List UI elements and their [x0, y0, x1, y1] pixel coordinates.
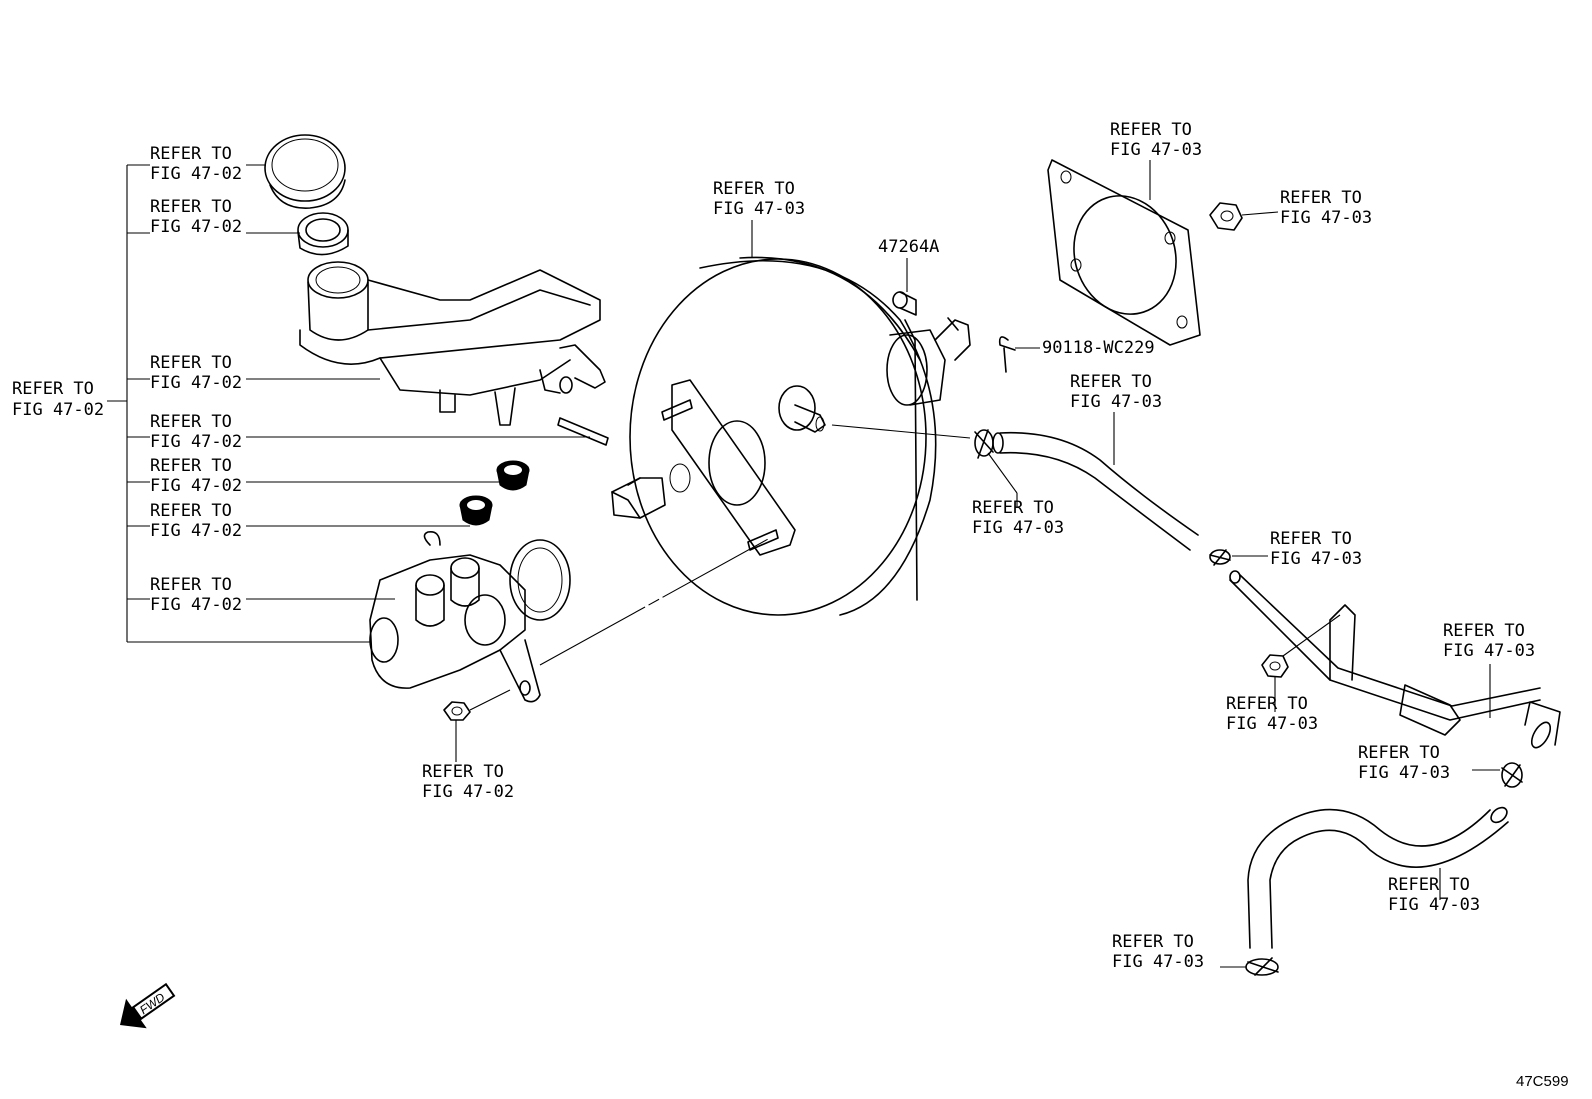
label-pin: REFER TO FIG 47-02 [150, 412, 242, 452]
part-number-90118: 90118-WC229 [1042, 338, 1155, 358]
label-grommet-1: REFER TO FIG 47-02 [150, 456, 242, 496]
svg-text:FIG 47-03: FIG 47-03 [1110, 140, 1202, 160]
svg-text:REFER TO: REFER TO [150, 197, 232, 217]
left-bracket-leaders [107, 164, 590, 643]
svg-text:FIG 47-02: FIG 47-02 [150, 476, 242, 496]
svg-text:FIG 47-03: FIG 47-03 [1070, 392, 1162, 412]
gasket-nut [1209, 202, 1279, 231]
svg-text:REFER TO: REFER TO [1110, 120, 1192, 140]
grommet-2 [459, 495, 493, 526]
svg-text:REFER TO: REFER TO [1358, 743, 1440, 763]
clip-lower-top [1472, 762, 1523, 788]
master-cylinder [369, 530, 571, 703]
label-clip-check-valve: REFER TO FIG 47-03 [972, 498, 1064, 538]
svg-text:REFER TO: REFER TO [972, 498, 1054, 518]
label-grommet-2: REFER TO FIG 47-02 [150, 501, 242, 541]
label-master-cylinder: REFER TO FIG 47-02 [150, 575, 242, 615]
fwd-arrow-icon: FWD [120, 982, 176, 1029]
svg-text:FIG 47-02: FIG 47-02 [150, 164, 242, 184]
label-strainer: REFER TO FIG 47-02 [150, 197, 242, 237]
svg-text:FIG 47-03: FIG 47-03 [1270, 549, 1362, 569]
label-line-1: REFER TO [12, 379, 94, 399]
strainer-ring [297, 212, 349, 256]
svg-text:FIG 47-02: FIG 47-02 [422, 782, 514, 802]
svg-text:FIG 47-02: FIG 47-02 [150, 432, 242, 452]
label-pipe-end: REFER TO FIG 47-03 [1443, 621, 1535, 661]
label-gasket: REFER TO FIG 47-03 [1110, 120, 1202, 160]
clip-90118 [998, 336, 1040, 373]
svg-text:REFER TO: REFER TO [713, 179, 795, 199]
master-cylinder-nut [443, 689, 511, 762]
label-reservoir: REFER TO FIG 47-02 [150, 353, 242, 393]
clip-lower-bottom [1220, 957, 1279, 976]
clevis-pin [892, 258, 917, 316]
clip-check-valve [974, 429, 1018, 508]
label-nut-gasket: REFER TO FIG 47-03 [1280, 188, 1372, 228]
clip-hose-end [1209, 549, 1268, 566]
reservoir-pin [557, 417, 609, 446]
label-hose-upper: REFER TO FIG 47-03 [1070, 372, 1162, 412]
label-clip-lower-bottom: REFER TO FIG 47-03 [1112, 932, 1204, 972]
grommet-1 [496, 460, 530, 491]
vacuum-hose-lower [1247, 806, 1509, 949]
label-bracket-nut: REFER TO FIG 47-03 [1226, 694, 1318, 734]
svg-text:REFER TO: REFER TO [1443, 621, 1525, 641]
label-clip-lower-top: REFER TO FIG 47-03 [1358, 743, 1450, 783]
brake-booster [611, 256, 971, 616]
label-cap: REFER TO FIG 47-02 [150, 144, 242, 184]
svg-text:FIG 47-03: FIG 47-03 [1112, 952, 1204, 972]
svg-text:REFER TO: REFER TO [150, 412, 232, 432]
diagram-code: 47C599 [1516, 1073, 1569, 1090]
label-bracket-group: REFER TO FIG 47-02 [12, 379, 104, 420]
label-clevis-pin: 47264A [878, 237, 939, 257]
svg-text:FIG 47-03: FIG 47-03 [972, 518, 1064, 538]
svg-text:REFER TO: REFER TO [1280, 188, 1362, 208]
vacuum-hose-upper [831, 412, 1199, 551]
svg-text:FIG 47-02: FIG 47-02 [150, 595, 242, 615]
svg-text:REFER TO: REFER TO [150, 353, 232, 373]
svg-text:REFER TO: REFER TO [1070, 372, 1152, 392]
svg-text:REFER TO: REFER TO [1112, 932, 1194, 952]
svg-text:FIG 47-03: FIG 47-03 [1226, 714, 1318, 734]
svg-text:REFER TO: REFER TO [1270, 529, 1352, 549]
vacuum-pipe [1229, 570, 1561, 749]
label-nut-mc: REFER TO FIG 47-02 [422, 762, 514, 802]
label-line-2: FIG 47-02 [12, 400, 104, 420]
label-clip-hose-end: REFER TO FIG 47-03 [1270, 529, 1362, 569]
reservoir-cap [264, 134, 346, 209]
svg-text:REFER TO: REFER TO [422, 762, 504, 782]
svg-text:REFER TO: REFER TO [150, 575, 232, 595]
svg-text:FIG 47-03: FIG 47-03 [1358, 763, 1450, 783]
svg-text:REFER TO: REFER TO [150, 501, 232, 521]
label-hose-lower: REFER TO FIG 47-03 [1388, 875, 1480, 915]
svg-text:FIG 47-02: FIG 47-02 [150, 521, 242, 541]
svg-text:REFER TO: REFER TO [150, 456, 232, 476]
brake-fluid-reservoir [299, 261, 606, 426]
bracket-nut [1261, 614, 1341, 712]
part-number-47264A: 47264A [878, 237, 939, 257]
svg-text:REFER TO: REFER TO [150, 144, 232, 164]
svg-text:FIG 47-02: FIG 47-02 [150, 373, 242, 393]
label-clip-90118: 90118-WC229 [1042, 338, 1155, 358]
svg-text:REFER TO: REFER TO [1388, 875, 1470, 895]
svg-text:FIG 47-03: FIG 47-03 [1388, 895, 1480, 915]
svg-text:FIG 47-03: FIG 47-03 [713, 199, 805, 219]
svg-text:FIG 47-03: FIG 47-03 [1280, 208, 1372, 228]
svg-text:REFER TO: REFER TO [1226, 694, 1308, 714]
booster-gasket [1047, 159, 1201, 346]
label-booster: REFER TO FIG 47-03 [713, 179, 805, 258]
svg-text:FIG 47-03: FIG 47-03 [1443, 641, 1535, 661]
svg-text:FIG 47-02: FIG 47-02 [150, 217, 242, 237]
